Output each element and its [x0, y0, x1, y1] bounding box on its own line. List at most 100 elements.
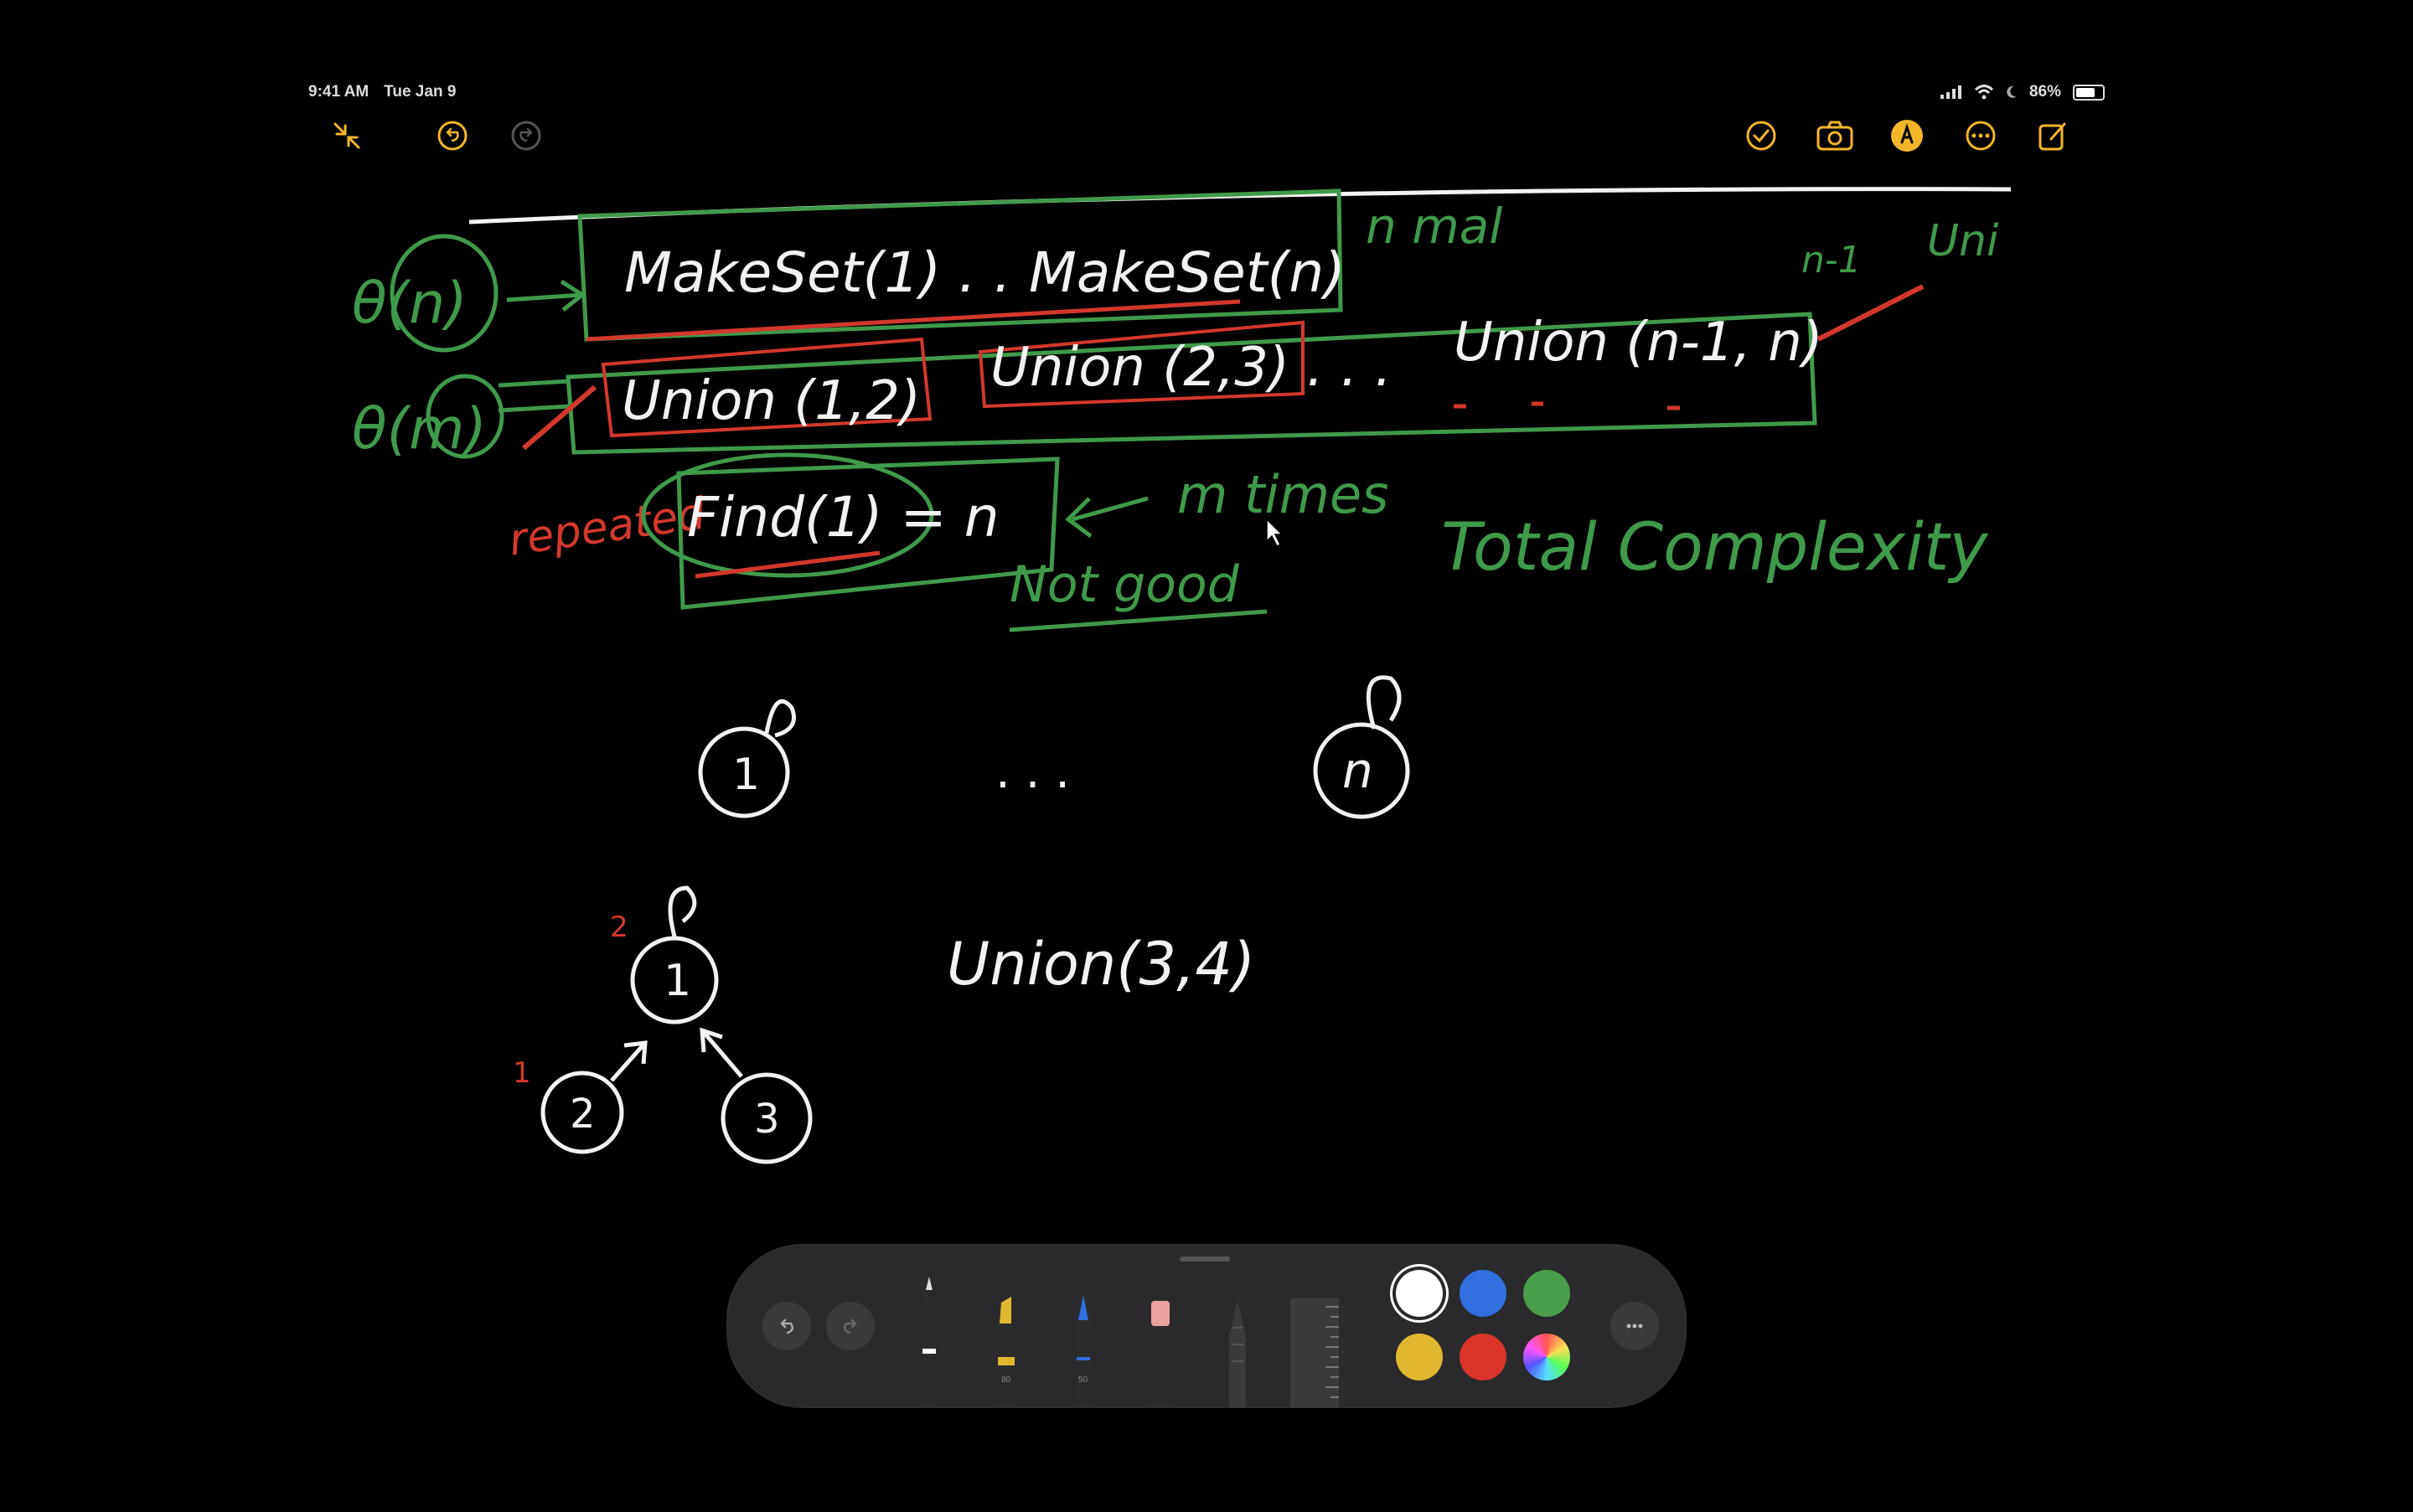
highlighter-tool[interactable]: 80	[987, 1290, 1026, 1407]
tree-root-label: 1	[664, 956, 691, 1006]
color-swatch-green[interactable]	[1523, 1270, 1570, 1317]
row2-complexity: θ(m)	[352, 396, 487, 462]
status-time: 9:41 AM	[308, 83, 369, 101]
more-icon	[1966, 121, 1996, 151]
color-swatch-red[interactable]	[1460, 1334, 1506, 1380]
times-label: m times	[1177, 464, 1388, 525]
row2-call-first: Union (1,2)	[622, 370, 921, 432]
tree-left-arrow	[610, 1040, 648, 1082]
node-one-label: 1	[732, 750, 760, 800]
battery-percent: 86%	[2028, 83, 2061, 101]
row1-calls: MakeSet(1) . . MakeSet(n)	[624, 240, 1346, 305]
fineliner-tool[interactable]: 50	[1064, 1290, 1103, 1407]
node-n-label: n	[1342, 742, 1373, 799]
row2-call-second: Union (2,3) . . .	[990, 337, 1392, 399]
row2-call-last: Union (n-1, n)	[1454, 312, 1823, 374]
status-date: Tue Jan 9	[384, 83, 457, 101]
wifi-icon	[1974, 85, 1993, 100]
toolbar-undo-button[interactable]	[762, 1302, 811, 1350]
row1-box	[577, 188, 1343, 342]
row2-red-strike	[522, 384, 597, 451]
tree-right-arrow	[700, 1027, 743, 1078]
top-toolbar	[318, 114, 2098, 157]
fineliner-width-label: 50	[1078, 1375, 1088, 1385]
row2-arrow	[498, 379, 571, 413]
done-button[interactable]	[1739, 114, 1783, 157]
find-red-underline	[695, 550, 881, 579]
row2-red-arrow	[1816, 284, 1925, 342]
row1-red-underline	[586, 299, 1241, 342]
toolbar-redo-button[interactable]	[826, 1302, 875, 1350]
row2-box	[566, 312, 1817, 455]
signal-icon	[1940, 85, 1961, 99]
row2-red-box-1	[601, 337, 933, 438]
rank-leaf: 1	[513, 1056, 531, 1090]
markup-icon	[1891, 120, 1923, 152]
battery-fill	[2076, 87, 2095, 97]
redo-button[interactable]	[504, 114, 548, 157]
pen-tool[interactable]	[910, 1265, 948, 1407]
row1-complexity: θ(n)	[352, 271, 468, 337]
rank-root: 2	[610, 911, 628, 944]
row2-red-dashes	[1454, 401, 1680, 410]
toolbar-grabber[interactable]	[1180, 1257, 1230, 1262]
undo-icon	[780, 1318, 794, 1334]
not-good-label: Not good	[1010, 555, 1240, 614]
cursor-icon	[1266, 518, 1284, 548]
row1-circle	[390, 234, 499, 353]
row2-annotation-count: n-1	[1801, 239, 1862, 281]
checkmark-icon	[1746, 121, 1776, 151]
moon-icon	[2007, 85, 2017, 98]
more-button[interactable]	[1959, 114, 2002, 157]
node-n-self-loop	[1366, 675, 1402, 730]
node-n-circle	[1313, 722, 1410, 819]
color-swatch-blue[interactable]	[1460, 1270, 1506, 1317]
battery-icon	[2073, 84, 2105, 101]
row2-annotation: Uni	[1927, 216, 1999, 266]
status-bar: 9:41 AM Tue Jan 9 86%	[308, 77, 2105, 107]
redo-icon	[843, 1318, 857, 1334]
times-arrow	[1065, 496, 1149, 539]
highlighter-width-label: 80	[1001, 1375, 1011, 1385]
markup-button[interactable]	[1885, 114, 1929, 157]
not-good-underline	[1009, 609, 1268, 632]
tree-left-label: 2	[570, 1091, 596, 1138]
collapse-button[interactable]	[325, 114, 369, 157]
tree-root-self-loop	[668, 885, 697, 937]
pencil-tool[interactable]	[1218, 1294, 1257, 1407]
more-icon	[1626, 1324, 1643, 1329]
toolbar-more-button[interactable]	[1610, 1302, 1659, 1350]
row2-circle	[426, 374, 504, 459]
find-outer-box	[676, 457, 1060, 610]
compose-button[interactable]	[2031, 114, 2075, 157]
drawing-toolbar: 80 50	[727, 1245, 1686, 1407]
redo-icon	[511, 121, 541, 151]
collapse-icon	[333, 122, 360, 149]
node-one-circle	[698, 726, 790, 818]
union-example: Union(3,4)	[947, 930, 1255, 999]
camera-icon	[1816, 121, 1853, 151]
undo-button[interactable]	[431, 114, 474, 157]
undo-icon	[437, 121, 468, 151]
camera-button[interactable]	[1813, 114, 1857, 157]
tree-left-circle	[540, 1071, 624, 1154]
find-circle	[641, 452, 934, 578]
node-ellipsis: . . .	[995, 745, 1070, 799]
node-one-self-loop	[764, 699, 796, 738]
color-swatch-white[interactable]	[1396, 1270, 1443, 1317]
row2-red-box-2	[978, 320, 1305, 409]
color-picker-wheel[interactable]	[1523, 1334, 1570, 1380]
row1-annotation: n mal	[1366, 198, 1502, 255]
row1-arrow	[506, 279, 586, 312]
tree-right-label: 3	[754, 1096, 780, 1143]
total-label: Total Complexity	[1441, 510, 1989, 586]
find-call: Find(1) = n	[687, 485, 1000, 550]
color-swatch-yellow[interactable]	[1396, 1334, 1443, 1380]
eraser-tool[interactable]	[1141, 1294, 1180, 1407]
compose-icon	[2038, 122, 2066, 151]
tree-right-circle	[721, 1072, 813, 1164]
tree-root-circle	[630, 936, 719, 1024]
ruler-tool[interactable]	[1290, 1298, 1339, 1407]
